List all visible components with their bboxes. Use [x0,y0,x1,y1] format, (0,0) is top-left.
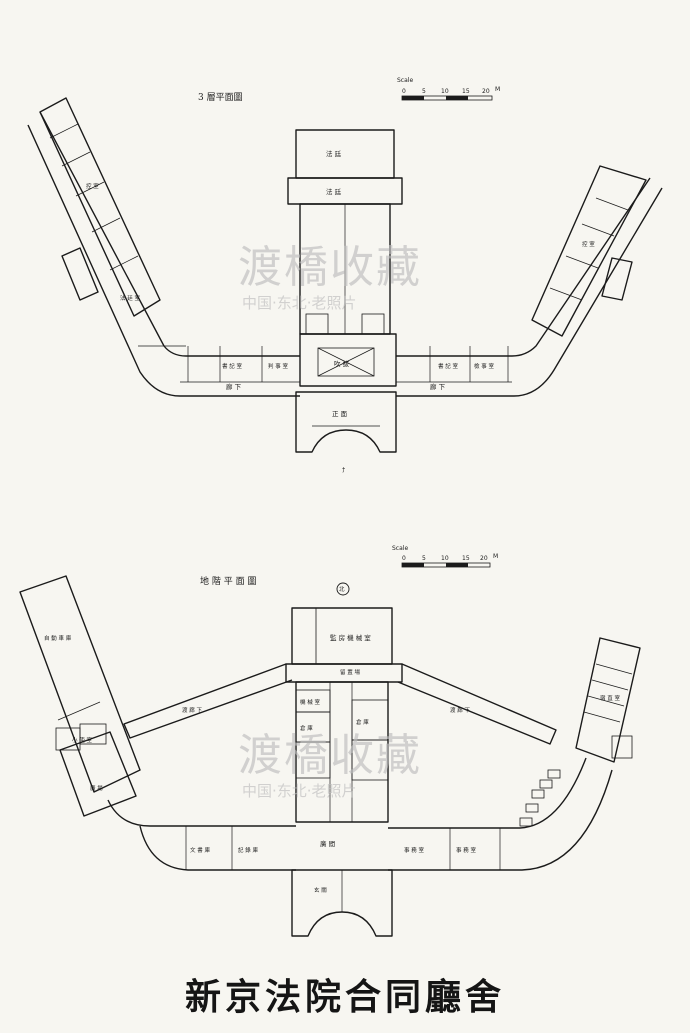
upper-scale-tick-0: 0 [402,88,406,95]
lower-room-label: 記 錄 庫 [238,846,258,854]
upper-room-label: 控 室 [582,240,595,248]
upper-scale-tick-10: 10 [441,88,449,95]
upper-room-label: 廊 下 [430,382,446,391]
upper-room-label: 控 室 [86,182,99,190]
lower-room-label: 廣 場 [90,784,103,792]
lower-room-label: 機 械 室 [300,698,320,706]
upper-scale-label: Scale [397,77,413,84]
upper-plan-title: 3 層平面圖 [198,92,243,103]
lower-room-label: 宿 直 室 [600,694,620,702]
upper-room-label: 書 記 室 [438,362,458,370]
upper-room-label: 檢 事 室 [474,362,494,370]
page-title: 新京法院合同廳舍 [184,976,505,1018]
upper-scale-tick-20: 20 [482,88,490,95]
lower-scale-unit: M [493,553,498,560]
lower-plan-title: 地 階 平 面 圖 [200,575,256,587]
lower-room-label: 玄 關 [314,886,327,894]
upper-scale-unit: M [495,86,500,93]
lower-room-label: 文 書 庫 [190,846,210,854]
upper-room-label: 正 面 [332,410,348,418]
lower-room-label: 小 使 室 [72,736,92,744]
lower-scale-tick-0: 0 [402,555,406,562]
lower-room-label: 事 務 室 [456,846,476,854]
watermark-text: 渡橋收藏 [238,242,422,293]
lower-scale-tick-20: 20 [480,555,488,562]
lower-scale-tick-15: 15 [462,555,470,562]
lower-room-label: 渡 廊 下 [450,706,470,714]
lower-scale-bar: Scale 0 5 10 15 20 M [392,545,498,568]
upper-scale-tick-15: 15 [462,88,470,95]
watermark-subtext: 中国·东北·老照片 [242,782,357,800]
lower-north-mark: 北 [339,585,345,593]
lower-room-label: 留 置 場 [340,668,360,676]
upper-room-label: 法 廷 [326,149,342,158]
upper-room-label: 判 事 室 [268,362,288,370]
lower-room-label: 倉 庫 [300,724,313,732]
lower-scale-tick-5: 5 [422,555,426,562]
upper-room-label: 法 廷 [326,187,342,196]
watermark-subtext: 中国·东北·老照片 [242,294,357,312]
upper-room-label: 廊 下 [226,382,242,391]
upper-floor-plan: 3 層平面圖 Scale 0 5 10 15 20 M [27,77,663,474]
lower-scale-tick-10: 10 [441,555,449,562]
upper-scale-tick-5: 5 [422,88,426,95]
watermark-lower: 渡橋收藏 中国·东北·老照片 [238,730,422,800]
watermark-text: 渡橋收藏 [238,730,422,781]
lower-room-label: 渡 廊 下 [182,706,202,714]
upper-room-label: 書 記 室 [222,362,242,370]
lower-floor-plan: 地 階 平 面 圖 Scale 0 5 10 15 20 M 北 [19,545,641,937]
upper-north-mark: ﾅ [342,466,345,474]
upper-room-label: 法 廷 室 [120,294,140,302]
compass-circle [336,582,350,596]
lower-scale-label: Scale [392,545,408,552]
lower-room-label: 監 房 機 械 室 [330,633,371,642]
watermark-upper: 渡橋收藏 中国·东北·老照片 [238,242,422,312]
lower-room-label: 事 務 室 [404,846,424,854]
lower-room-label: 廣 間 [320,839,335,848]
lower-room-label: 自 動 車 庫 [44,634,72,642]
lower-room-label: 倉 庫 [356,718,369,726]
upper-room-label: 吹 抜 [334,359,350,368]
upper-scale-bar: Scale 0 5 10 15 20 M [397,77,500,101]
